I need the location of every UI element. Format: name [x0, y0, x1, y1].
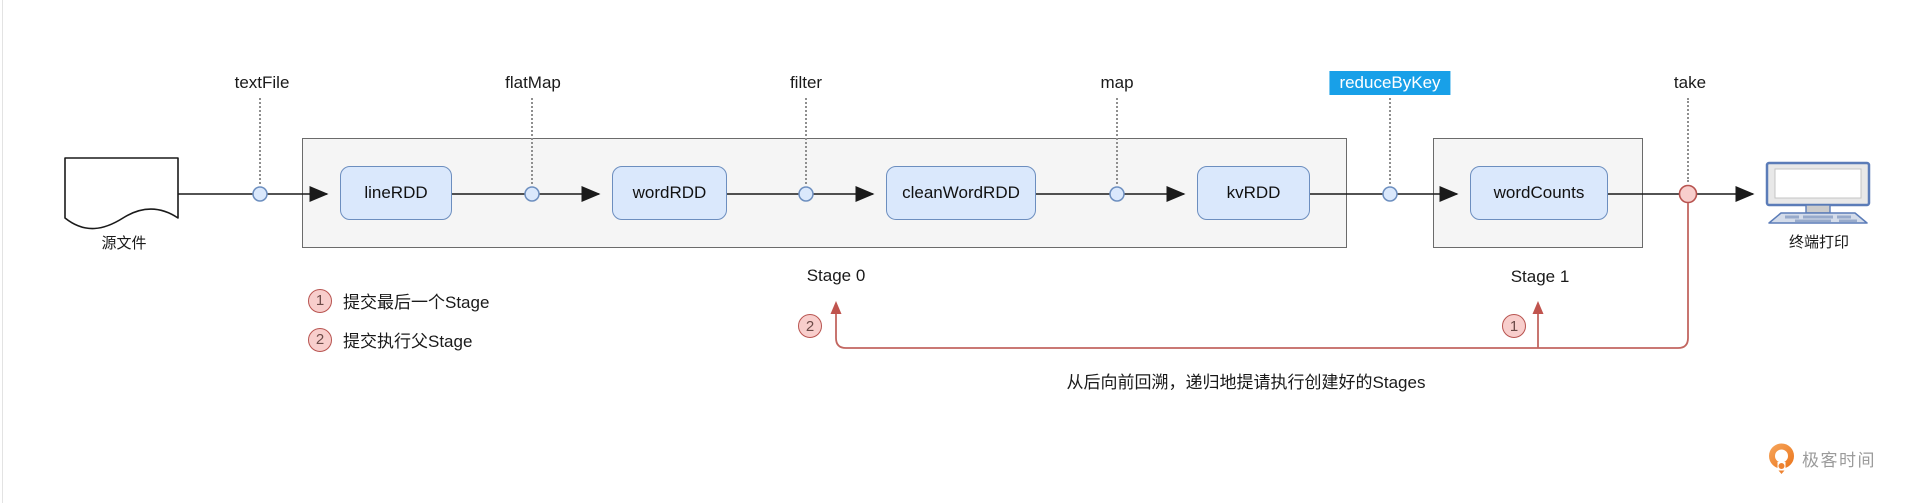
node-flatMap	[524, 186, 540, 202]
operator-label-map: map	[1100, 73, 1134, 92]
rdd-box-lineRDD: lineRDD	[340, 166, 452, 220]
dotted-connector-reduceByKey	[1389, 98, 1391, 184]
rdd-label: wordRDD	[632, 183, 707, 202]
dotted-connector-filter	[805, 98, 807, 184]
legend-2-number: 2	[315, 331, 325, 348]
backtrack-arrowhead-stage1	[1532, 301, 1544, 314]
legend-1-number: 1	[315, 292, 325, 309]
rdd-box-cleanWordRDD: cleanWordRDD	[886, 166, 1036, 220]
geektime-logo-icon	[1769, 443, 1794, 474]
legend-item-1: 1 提交最后一个Stage	[308, 288, 489, 313]
rdd-label: wordCounts	[1493, 183, 1585, 202]
rdd-box-wordRDD: wordRDD	[612, 166, 727, 220]
rdd-label: lineRDD	[364, 183, 428, 202]
dotted-connector-textFile	[259, 98, 261, 184]
operator-label-flatMap: flatMap	[505, 73, 561, 92]
rdd-label: kvRDD	[1226, 183, 1281, 202]
flow-marker-2-number: 2	[805, 317, 815, 335]
backtrack-annotation: 从后向前回溯，递归地提请执行创建好的Stages	[1066, 373, 1426, 392]
legend-2-text: 提交执行父Stage	[343, 332, 473, 351]
source-file-caption: 源文件	[101, 235, 147, 252]
operator-label-textFile: textFile	[234, 73, 290, 92]
backtrack-line	[835, 203, 1689, 349]
flow-marker-2-badge: 2	[798, 314, 822, 338]
flow-nodes	[252, 184, 1698, 204]
operator-label-filter: filter	[789, 73, 823, 92]
stage-0-label: Stage 0	[806, 266, 866, 285]
rdd-box-wordCounts: wordCounts	[1470, 166, 1608, 220]
node-reduceByKey	[1382, 186, 1398, 202]
dotted-connector-map	[1116, 98, 1118, 184]
legend-item-2: 2 提交执行父Stage	[308, 327, 472, 352]
operator-label-reduceByKey-highlighted: reduceByKey	[1329, 71, 1451, 95]
flow-marker-1-badge: 1	[1502, 314, 1526, 338]
dotted-connector-flatMap	[531, 98, 533, 184]
node-filter	[798, 186, 814, 202]
terminal-caption: 终端打印	[1788, 234, 1850, 251]
source-file-icon	[64, 157, 179, 230]
stage-1-label: Stage 1	[1510, 267, 1570, 286]
legend-2-badge: 2	[308, 327, 332, 352]
terminal-monitor-icon	[1765, 161, 1871, 224]
node-take-action	[1678, 184, 1698, 204]
dotted-connector-take	[1687, 98, 1689, 182]
backtrack-path	[830, 203, 1689, 349]
legend-1-text: 提交最后一个Stage	[343, 293, 490, 312]
rdd-label: cleanWordRDD	[902, 183, 1020, 202]
operator-label-take: take	[1673, 73, 1707, 92]
screenshot-left-edge	[2, 0, 3, 503]
backtrack-arrowhead-stage0	[830, 301, 842, 314]
brand-logo: 极客时间	[1768, 443, 1876, 474]
node-map	[1109, 186, 1125, 202]
rdd-box-kvRDD: kvRDD	[1197, 166, 1310, 220]
brand-name: 极客时间	[1802, 451, 1876, 470]
flow-marker-1-number: 1	[1509, 317, 1519, 335]
legend-1-badge: 1	[308, 288, 332, 313]
node-textFile	[252, 186, 268, 202]
